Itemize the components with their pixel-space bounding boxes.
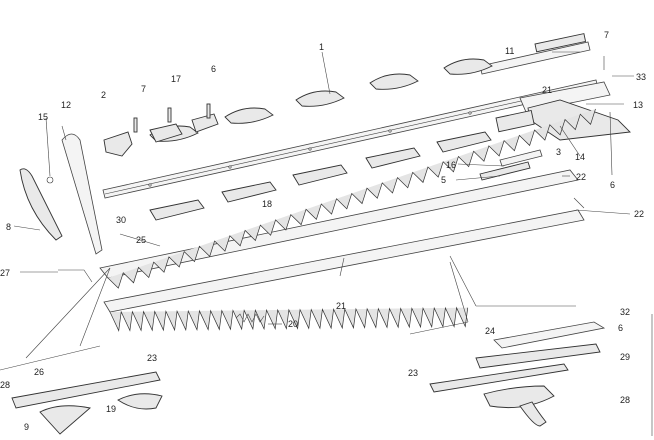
callout-29: 29 (620, 352, 630, 362)
right-bracket (495, 81, 631, 176)
callout-7: 7 (604, 30, 609, 40)
callout-12: 12 (61, 100, 71, 110)
wear-plates (149, 131, 492, 221)
callout-labels: 1 2 5 6 6 6 7 7 8 9 11 12 13 14 15 16 17… (0, 30, 646, 432)
callout-27: 27 (0, 268, 10, 278)
callout-11: 11 (505, 46, 514, 56)
callout-22: 22 (576, 172, 586, 182)
callout-23: 23 (147, 353, 157, 363)
top-slat (479, 33, 591, 75)
callout-7: 7 (141, 84, 146, 94)
callout-26: 26 (34, 367, 44, 377)
leader-lines (0, 51, 634, 371)
callout-14: 14 (575, 152, 585, 162)
callout-9: 9 (24, 422, 29, 432)
right-small-parts (479, 149, 585, 209)
callout-32: 32 (620, 307, 630, 317)
callout-6: 6 (618, 323, 623, 333)
callout-8: 8 (6, 222, 11, 232)
callout-1: 1 (319, 42, 324, 52)
callout-28: 28 (620, 395, 630, 405)
callout-21: 21 (336, 301, 346, 311)
left-divider (19, 133, 103, 255)
callout-21: 21 (542, 85, 552, 95)
callout-23: 23 (408, 368, 418, 378)
knife-sections-upper (99, 108, 596, 289)
callout-24: 24 (485, 326, 495, 336)
spring (235, 313, 265, 323)
callout-5: 5 (441, 175, 446, 185)
callout-19: 19 (106, 404, 116, 414)
bottom-left-detail (11, 371, 163, 435)
callout-25: 25 (136, 235, 146, 245)
callout-18: 18 (262, 199, 272, 209)
callout-13: 13 (633, 100, 643, 110)
small-brackets (103, 103, 219, 157)
knife-guards-lower (103, 209, 585, 332)
callout-6: 6 (610, 180, 615, 190)
callout-30: 30 (116, 215, 126, 225)
callout-22: 22 (634, 209, 644, 219)
callout-6: 6 (211, 64, 216, 74)
callout-28: 28 (0, 380, 10, 390)
bottom-right-detail (429, 321, 606, 427)
callout-3: 3 (556, 147, 561, 157)
callout-17: 17 (171, 74, 181, 84)
callout-33: 33 (636, 72, 646, 82)
callout-2: 2 (101, 90, 106, 100)
hook (58, 269, 93, 283)
callout-20: 20 (288, 319, 298, 329)
callout-15: 15 (38, 112, 48, 122)
callout-16: 16 (446, 160, 456, 170)
